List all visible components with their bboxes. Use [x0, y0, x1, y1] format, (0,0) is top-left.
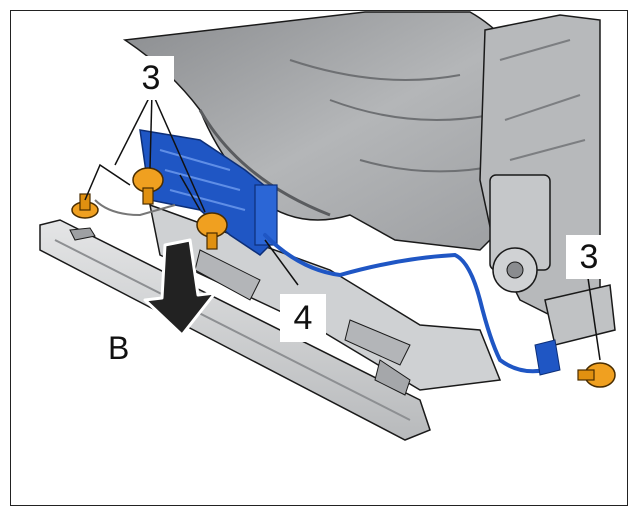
seat-rail: [39, 219, 431, 441]
bolt-icon: [132, 167, 164, 205]
direction-arrow-icon: [143, 238, 217, 337]
bolt-icon: [577, 362, 616, 388]
bolt-icon: [196, 212, 228, 250]
callout-bolts-left: 3: [128, 56, 174, 100]
callout-bolt-right: 3: [566, 235, 612, 279]
bolt-icon: [71, 193, 99, 219]
seat-cushion: [122, 11, 561, 251]
callout-wiring-harness: 4: [280, 294, 326, 342]
leader-lines: [84, 91, 601, 361]
recliner-frame: [479, 14, 616, 346]
harness-connector: [534, 339, 561, 376]
wiring-harness: [263, 233, 547, 374]
cable: [94, 199, 176, 217]
direction-label: B: [108, 330, 130, 366]
